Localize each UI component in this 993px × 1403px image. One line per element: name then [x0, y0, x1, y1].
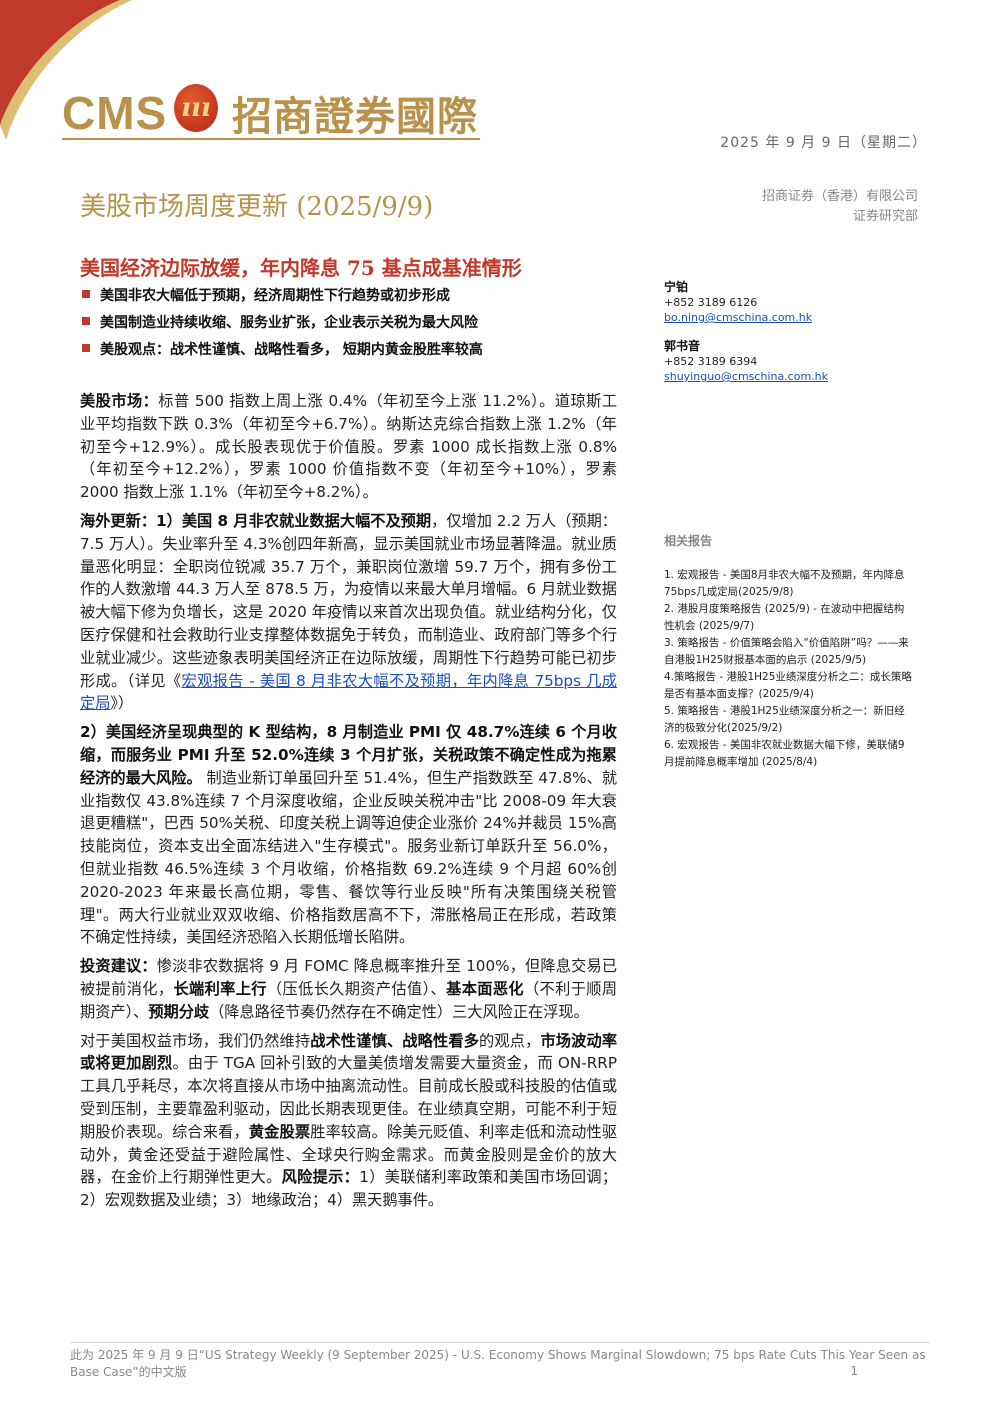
paragraph-text: 》） [110, 694, 134, 713]
related-reports-list: 1. 宏观报告 - 美国8月非农大幅不及预期，年内降息75bps几成定局(202… [664, 567, 914, 771]
analyst-name: 宁铂 [664, 280, 689, 294]
paragraph-text: 。由于 TGA 回补引致的大量美债增发需要大量资金，而 ON-RRP 工具几乎耗… [80, 1054, 617, 1141]
emphasis-text: 基本面恶化 [446, 979, 524, 998]
square-bullet-icon [82, 317, 90, 325]
us-market-paragraph: 美股市场：标普 500 指数上周上涨 0.4%（年初至今上涨 11.2%）。道琼… [80, 390, 617, 504]
paragraph-text: 对于美国权益市场，我们仍然维持 [80, 1031, 311, 1050]
related-reports-title: 相关报告 [664, 534, 713, 548]
analyst-email-link[interactable]: shuyinguo@cmschina.com.hk [664, 370, 829, 383]
key-point-text: 美国制造业持续收缩、服务业扩张，企业表示关税为最大风险 [100, 315, 478, 331]
analyst-phone: +852 3189 6126 [664, 296, 758, 309]
related-reports: 相关报告 1. 宏观报告 - 美国8月非农大幅不及预期，年内降息75bps几成定… [664, 532, 914, 771]
square-bullet-icon [82, 344, 90, 352]
footer-divider [70, 1342, 930, 1343]
analyst-panel: 宁铂 +852 3189 6126 bo.ning@cmschina.com.h… [664, 280, 924, 398]
emphasis-text: 预期分歧 [148, 1002, 210, 1021]
paragraph-text: 惨淡非农数据将 9 月 FOMC 降息概率推升至 100%，但降息交易已被提前消… [80, 957, 618, 998]
emphasis-text: 风险提示： [281, 1168, 360, 1187]
paragraph-text: 1）美联储利率政策和美国市场回调；2）宏观数据及业绩；3）地缘政治；4）黑天鹅事… [80, 1168, 618, 1210]
analyst-name: 郭书音 [664, 339, 701, 353]
paragraph-label: 海外更新：1）美国 8 月非农就业数据大幅不及预期 [80, 511, 432, 530]
paragraph-text: 标普 500 指数上周上涨 0.4%（年初至今上涨 11.2%）。道琼斯工业平均… [80, 392, 618, 502]
related-report-item[interactable]: 1. 宏观报告 - 美国8月非农大幅不及预期，年内降息75bps几成定局(202… [664, 569, 905, 598]
page-number: 1 [850, 1364, 858, 1378]
paragraph-text: （压低长久期资产估值）、 [266, 979, 447, 998]
logo-badge-icon: ııı [174, 84, 218, 132]
main-body: 美股市场：标普 500 指数上周上涨 0.4%（年初至今上涨 11.2%）。道琼… [80, 390, 617, 1218]
paragraph-text: 胜率较高。除美元贬值、利率走低和流动性驱动外，黄金还受益于避险属性、全球央行购金… [80, 1122, 618, 1187]
emphasis-text: 黄金股票 [248, 1122, 311, 1141]
emphasis-text: 长端利率上行 [173, 979, 267, 998]
report-subtitle: 美国经济边际放缓，年内降息 75 基点成基准情形 [80, 256, 522, 280]
paragraph-text: ，仅增加 2.2 万人（预期：7.5 万人）。失业率升至 4.3%创四年新高，显… [80, 511, 617, 690]
report-date: 2025 年 9 月 9 日（星期二） [720, 135, 927, 151]
company-name: 招商证券（香港）有限公司 [761, 189, 918, 204]
paragraph-text: 制造业新订单虽回升至 51.4%，但生产指数跌至 47.8%、就业指数仅 43.… [80, 768, 618, 947]
paragraph-label: 2）美国经济呈现典型的 K 型结构，8 月制造业 PMI 仅 48.7%连续 6… [80, 723, 617, 787]
related-report-item[interactable]: 3. 策略报告 - 价值策略会陷入“价值陷阱”吗？——来自港股1H25财报基本面… [664, 637, 909, 666]
report-title: 美股市场周度更新 (2025/9/9) [80, 192, 434, 222]
key-point-text: 美国非农大幅低于预期，经济周期性下行趋势或初步形成 [100, 288, 450, 304]
analyst-email-link[interactable]: bo.ning@cmschina.com.hk [664, 311, 813, 324]
paragraph-text: 的观点， [479, 1031, 541, 1050]
key-point: 美国非农大幅低于预期，经济周期性下行趋势或初步形成 [82, 283, 642, 310]
company-logo: CMS ııı 招商證券國際 [62, 82, 482, 142]
corner-decoration [0, 0, 132, 140]
analyst-phone: +852 3189 6394 [664, 355, 758, 368]
paragraph-text: （降息路径节奏仍然存在不确定性）三大风险正在浮现。 [209, 1002, 589, 1021]
logo-chinese-text: 招商證券國際 [232, 93, 478, 140]
key-point-text: 美股观点：战术性谨慎、战略性看多， 短期内黄金股胜率较高 [100, 342, 483, 358]
key-point: 美股观点：战术性谨慎、战略性看多， 短期内黄金股胜率较高 [82, 337, 642, 364]
footer-note: 此为 2025 年 9 月 9 日“US Strategy Weekly (9 … [70, 1348, 926, 1379]
company-info: 招商证券（香港）有限公司 证券研究部 [762, 187, 918, 227]
related-report-item[interactable]: 5. 策略报告 - 港股1H25业绩深度分析之一：新旧经济的极致分化(2025/… [664, 705, 905, 734]
overseas-update-paragraph: 海外更新：1）美国 8 月非农就业数据大幅不及预期，仅增加 2.2 万人（预期：… [80, 510, 617, 715]
square-bullet-icon [82, 290, 90, 298]
investment-advice-paragraph: 投资建议：惨淡非农数据将 9 月 FOMC 降息概率推升至 100%，但降息交易… [80, 955, 617, 1023]
analyst-card: 宁铂 +852 3189 6126 bo.ning@cmschina.com.h… [664, 280, 924, 325]
macro-report-link[interactable]: 宏观报告 - 美国 8 月非农大幅不及预期，年内降息 75bps 几成定局 [80, 671, 617, 713]
paragraph-label: 美股市场： [80, 392, 159, 410]
analyst-card: 郭书音 +852 3189 6394 shuyinguo@cmschina.co… [664, 339, 924, 384]
equity-view-paragraph: 对于美国权益市场，我们仍然维持战术性谨慎、战略性看多的观点，市场波动率或将更加剧… [80, 1030, 617, 1212]
paragraph-label: 投资建议： [80, 957, 157, 976]
emphasis-text: 市场波动率或将更加剧烈 [80, 1031, 618, 1073]
key-point: 美国制造业持续收缩、服务业扩张，企业表示关税为最大风险 [82, 310, 642, 337]
key-points-list: 美国非农大幅低于预期，经济周期性下行趋势或初步形成 美国制造业持续收缩、服务业扩… [82, 283, 642, 364]
related-report-item[interactable]: 4.策略报告 - 港股1H25业绩深度分析之二：成长策略是否有基本面支撑？(20… [664, 671, 912, 700]
logo-cms-text: CMS [62, 87, 168, 139]
department-name: 证券研究部 [852, 209, 918, 224]
emphasis-text: 战术性谨慎、战略性看多 [310, 1031, 480, 1050]
related-report-item[interactable]: 6. 宏观报告 - 美国非农就业数据大幅下修，美联储9月提前降息概率增加 (20… [664, 739, 905, 768]
logo-underline [62, 138, 480, 140]
paragraph-text: （不利于顺周期资产）、 [80, 979, 618, 1021]
k-structure-paragraph: 2）美国经济呈现典型的 K 型结构，8 月制造业 PMI 仅 48.7%连续 6… [80, 721, 617, 949]
related-report-item[interactable]: 2. 港股月度策略报告 (2025/9) - 在波动中把握结构性机会 (2025… [664, 603, 905, 632]
